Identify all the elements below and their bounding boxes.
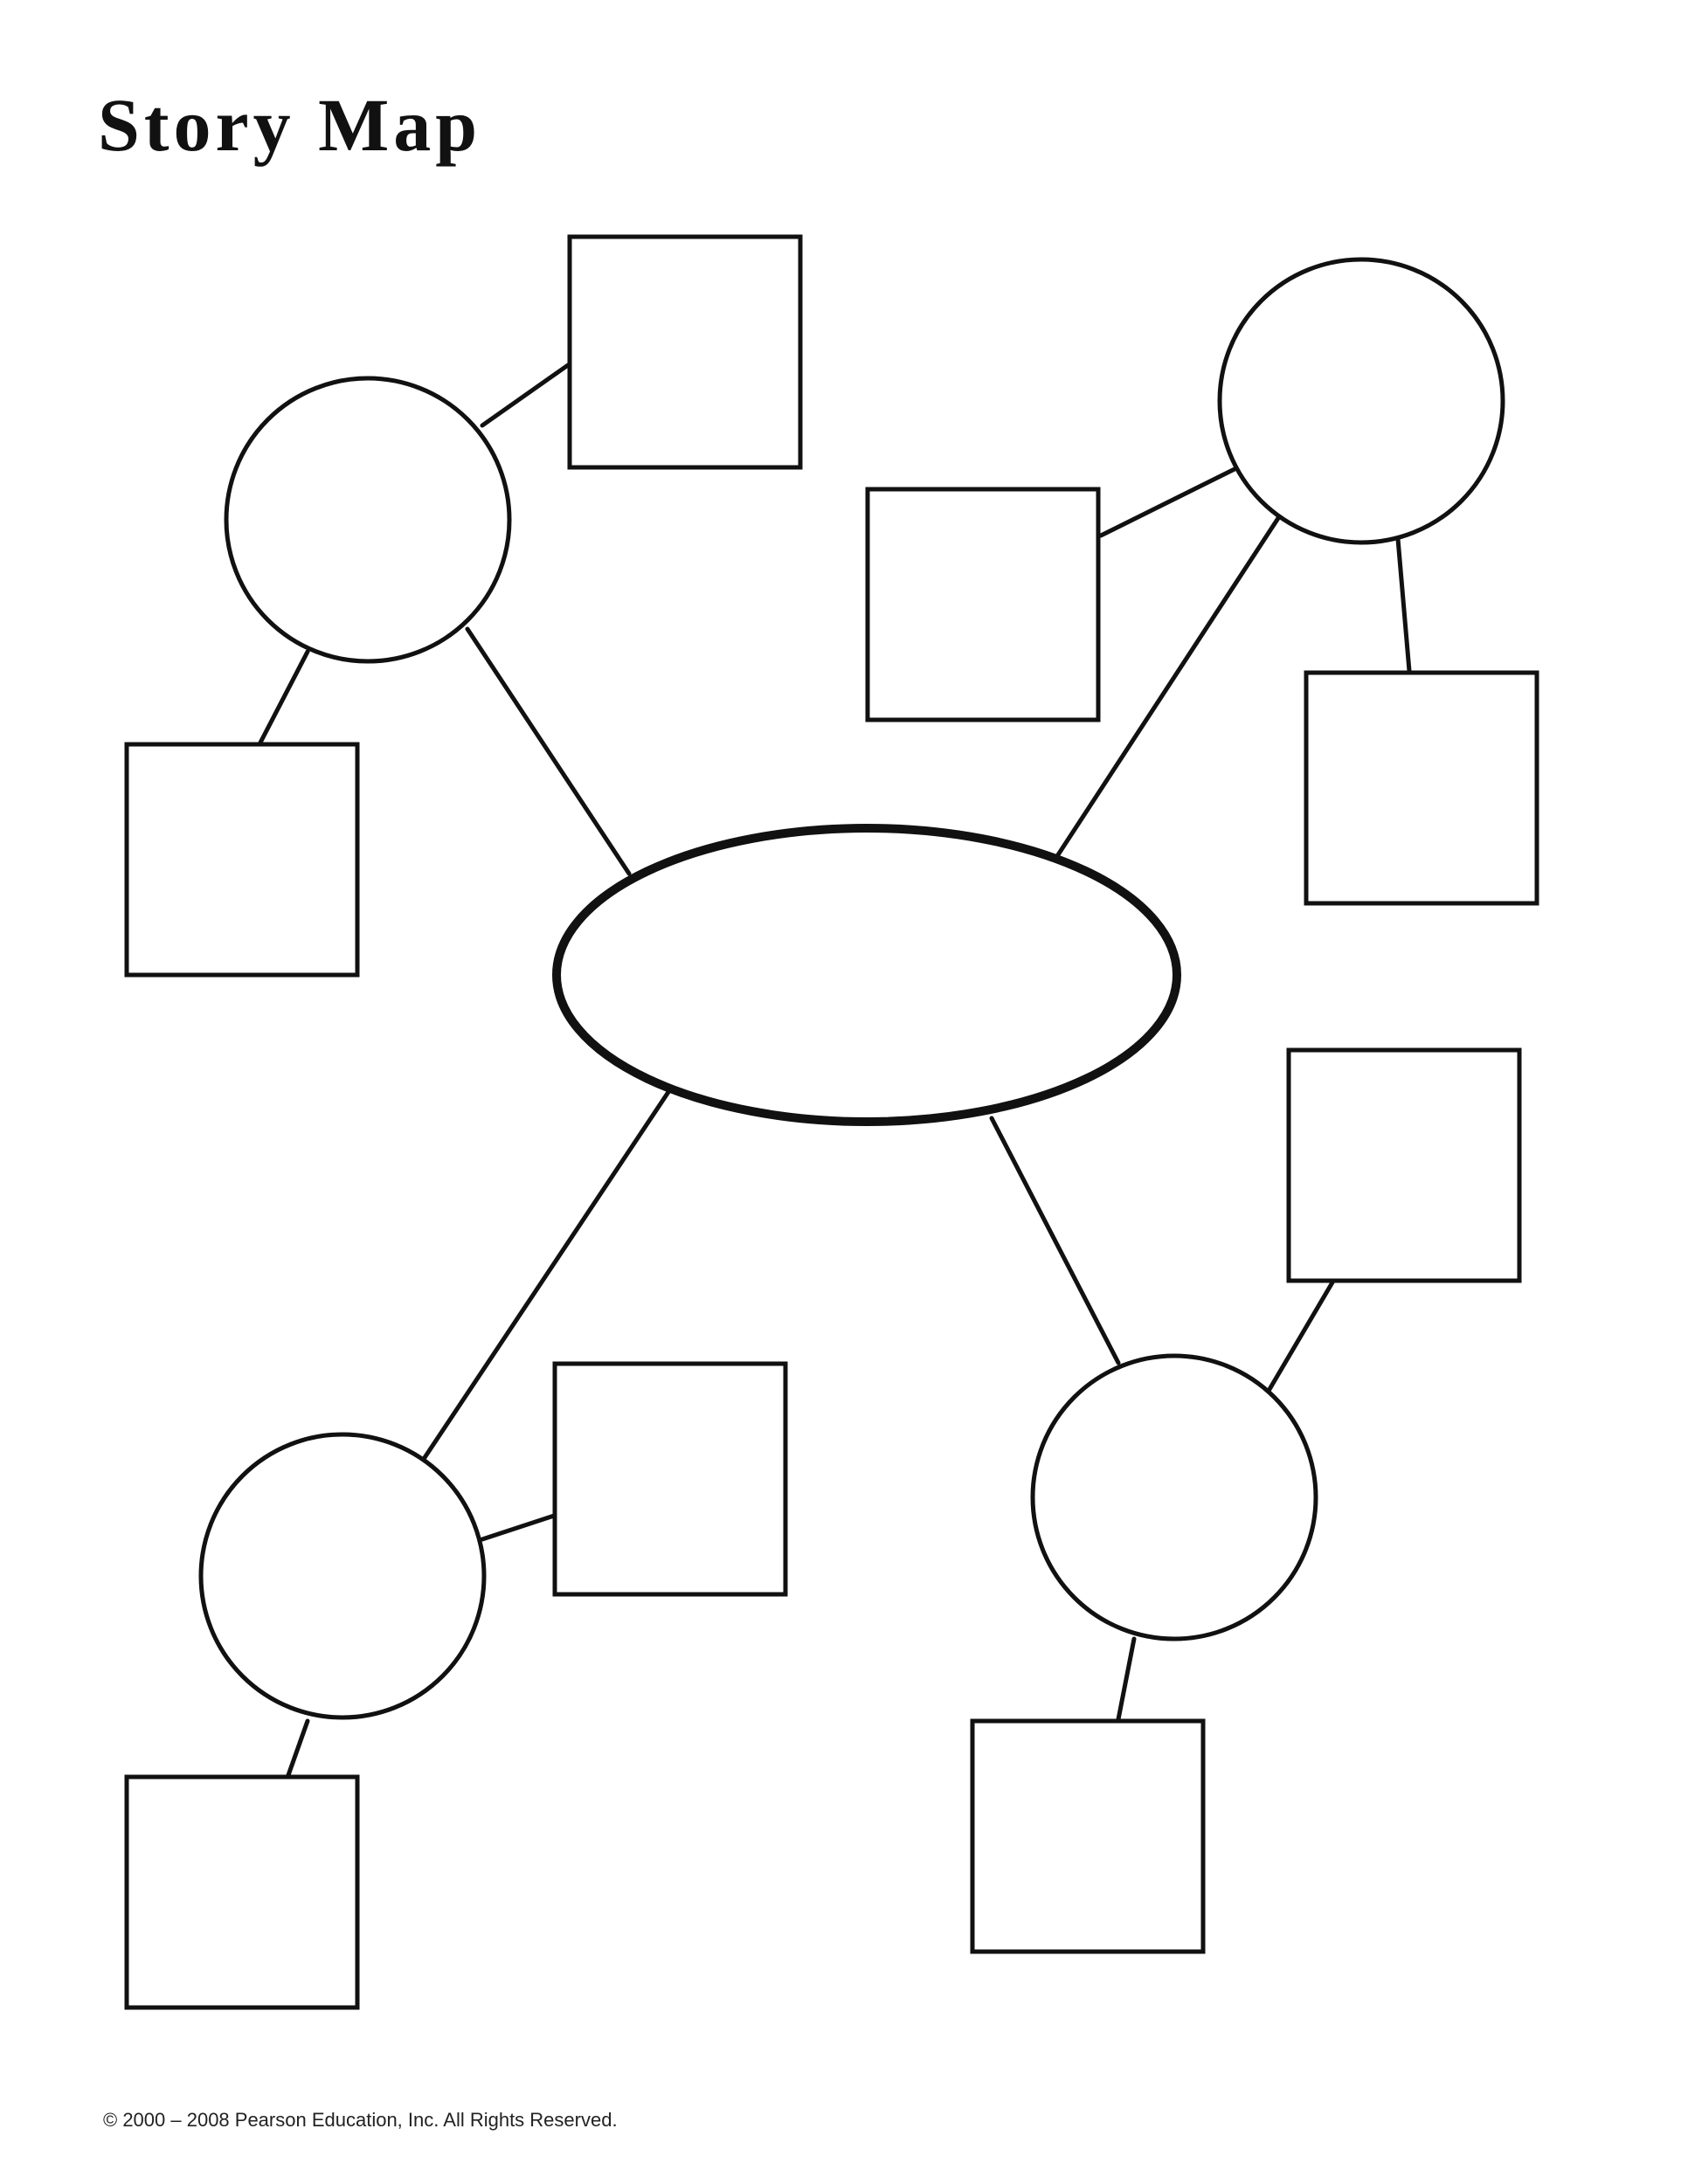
connector-bottom-right-circle-to-lower-box — [1116, 1636, 1137, 1722]
connector-bottom-left-circle-to-middle-box — [480, 1512, 559, 1542]
copyright-footer: © 2000 – 2008 Pearson Education, Inc. Al… — [103, 2109, 618, 2131]
bottom-right-circle — [1030, 1353, 1318, 1641]
box-bottom-right-upper — [1286, 1047, 1522, 1283]
connector-top-left-circle-to-top-box — [480, 363, 571, 428]
top-right-circle — [1217, 257, 1505, 545]
central-ellipse — [552, 824, 1181, 1126]
connector-center-to-top-left-circle — [465, 626, 632, 876]
box-bottom-left-middle — [552, 1361, 788, 1597]
top-left-circle — [224, 376, 512, 664]
connector-top-left-circle-to-left-box — [258, 649, 310, 745]
connector-center-to-bottom-right-circle — [989, 1116, 1121, 1365]
connector-bottom-left-circle-to-bottom-box — [286, 1718, 310, 1778]
connector-top-right-circle-to-right-box — [1395, 536, 1412, 674]
connector-top-right-circle-to-middle-box — [1098, 466, 1239, 538]
box-top-right-middle — [865, 487, 1101, 722]
connectors — [258, 363, 1412, 1778]
bottom-left-circle — [198, 1432, 487, 1720]
box-bottom-right-lower — [970, 1718, 1206, 1954]
connector-center-to-bottom-left-circle — [421, 1089, 671, 1462]
box-top-left-lower — [124, 742, 360, 978]
connector-center-to-top-right-circle — [1055, 513, 1283, 859]
connector-bottom-right-circle-to-upper-box — [1266, 1280, 1335, 1393]
box-top-left-upper — [567, 234, 803, 470]
box-bottom-left-lower — [124, 1774, 360, 2010]
page-title: Story Map — [98, 83, 482, 167]
box-top-right-right — [1304, 670, 1539, 906]
